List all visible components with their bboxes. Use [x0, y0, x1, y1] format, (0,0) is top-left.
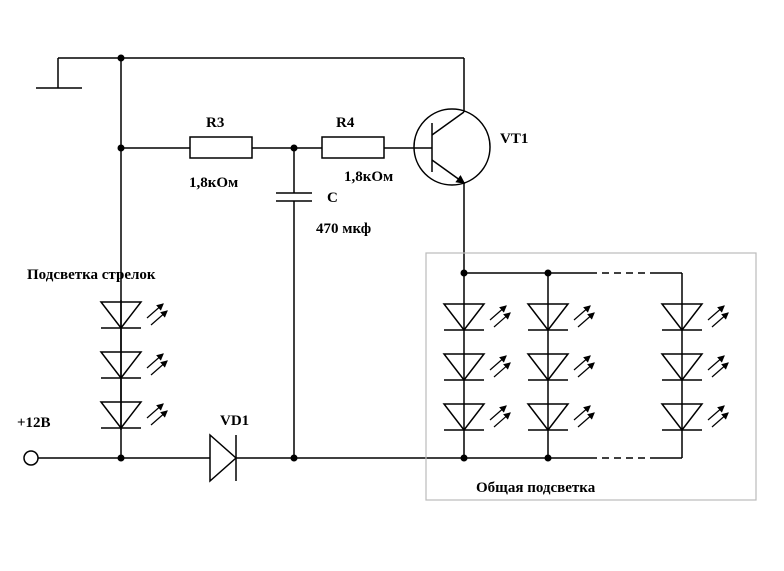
led: [442, 403, 511, 432]
label-r4-value: 1,8кОм: [344, 169, 393, 185]
label-r4: R4: [336, 115, 355, 131]
common-led-column-3: [660, 273, 729, 458]
label-supply: +12В: [17, 415, 51, 431]
led: [442, 353, 511, 382]
common-backlight-frame: [425, 252, 757, 501]
led: [526, 403, 595, 432]
ground-symbol: [36, 58, 82, 89]
common-led-column-2: [526, 273, 595, 458]
led: [99, 401, 168, 430]
transistor-vt1: [413, 108, 491, 186]
common-led-column-1: [442, 273, 511, 458]
label-vt1: VT1: [500, 131, 528, 147]
led: [442, 303, 511, 332]
led-columns: [99, 273, 729, 458]
junctions: [117, 54, 552, 462]
led: [660, 303, 729, 332]
label-r3-value: 1,8кОм: [189, 175, 238, 191]
label-arrow-led-group: Подсветка стрелок: [27, 267, 156, 283]
label-vd1: VD1: [220, 413, 249, 429]
led: [99, 351, 168, 380]
led: [526, 353, 595, 382]
label-r3: R3: [206, 115, 224, 131]
supply-terminal: [23, 450, 39, 466]
resistor-r3: [189, 136, 253, 159]
led: [526, 303, 595, 332]
label-c-value: 470 мкф: [316, 221, 371, 237]
led: [660, 353, 729, 382]
capacitor-c: [276, 148, 312, 458]
resistor-r4: [321, 136, 385, 159]
label-common-led-group: Общая подсветка: [476, 480, 596, 496]
label-c: C: [327, 190, 338, 206]
arrow-led-column: [99, 300, 168, 430]
led: [99, 301, 168, 330]
led: [660, 403, 729, 432]
diode-vd1: [209, 433, 238, 483]
